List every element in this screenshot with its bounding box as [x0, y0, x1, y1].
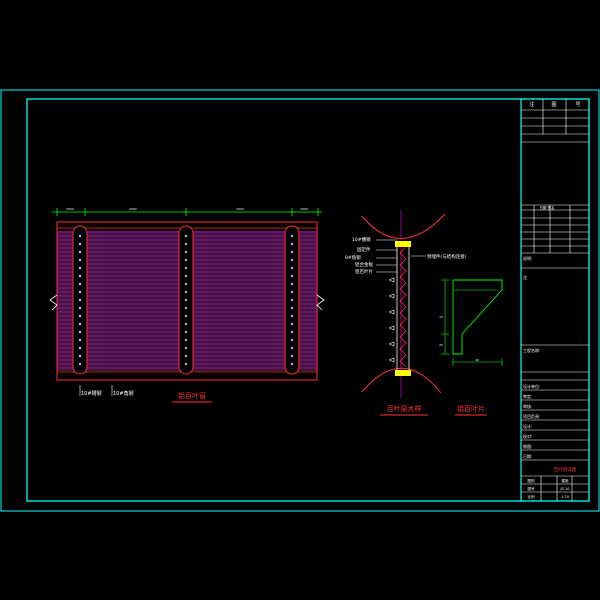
blade-title: 铝百叶片 — [457, 404, 485, 413]
tb-row-7: 制图: — [523, 443, 532, 449]
section-label-5: 铝百叶片 — [355, 268, 373, 275]
tb-row-note: 注 — [523, 274, 527, 280]
tb-row-3: 审核: — [523, 403, 532, 409]
section-label-1: 10#槽钢 — [352, 236, 371, 243]
tb-bottom-5: JS-10 — [560, 487, 570, 491]
tb-top-3: 号 — [575, 102, 580, 108]
tb-mid-note: 说明: — [523, 255, 532, 261]
section-right-note: 预埋件(与结构连接) — [427, 253, 467, 260]
section-label-4: 铝合金框 — [355, 261, 373, 268]
top-plate — [395, 241, 411, 247]
blade-dim-1: 15 — [439, 315, 443, 319]
tb-row-2: 审定: — [523, 393, 532, 399]
tb-row-5: 设计: — [523, 423, 532, 429]
tb-bottom-2: 图号 — [528, 486, 536, 491]
louver-section: 10#槽钢 固定件 8#角钢 铝合金框 铝百叶片 预埋件(与结构连接) 百叶窗大… — [345, 210, 467, 416]
tb-row-4: 项目负责: — [523, 413, 540, 419]
blade-dim-3: 40 — [475, 358, 479, 362]
dim-4: 2000 — [300, 207, 308, 211]
tb-bottom-6: 1:20 — [561, 495, 569, 499]
dim-2: 2000 — [129, 207, 137, 211]
elevation-title: 铝百叶窗 — [178, 391, 206, 400]
bolt-holes — [79, 235, 293, 365]
tb-bottom-3: 比例 — [528, 494, 536, 499]
tb-project-label: 工程名称: — [523, 347, 540, 353]
tb-row-1: 设计单位: — [523, 383, 540, 389]
tb-row-6: 校对: — [523, 433, 532, 439]
blade-detail: 15 25 40 铝百叶片 — [439, 279, 503, 416]
dim-3: 2000 — [236, 207, 244, 211]
outer-frame — [0, 89, 600, 512]
blade-dim-2: 25 — [439, 343, 443, 347]
tb-row-8: 日期: — [523, 453, 532, 459]
louver-elevation: 2000 2000 2000 2000 10#槽钢 10#角钢 铝百叶窗 — [49, 207, 325, 403]
title-block-text: 注 图 号 日期 签名 说明: 注 工程名称: 设计单位: 审定: 审核: 项目… — [523, 101, 581, 499]
tb-bottom-4: 建施 — [562, 478, 570, 483]
drawing-border — [26, 98, 590, 502]
tb-top-2: 图 — [551, 102, 556, 108]
section-label-3: 8#角钢 — [345, 254, 361, 261]
note-angle: 10#角钢 — [113, 390, 134, 397]
section-title: 百叶窗大样 — [387, 404, 422, 413]
section-label-2: 固定件 — [357, 246, 371, 253]
title-block — [520, 99, 589, 501]
tb-mid-header: 日期 签名 — [539, 205, 554, 210]
tb-drawing-name: 百叶窗详图 — [554, 466, 577, 473]
note-channel: 10#槽钢 — [81, 390, 102, 397]
bottom-plate — [395, 370, 411, 376]
tb-bottom-1: 图别 — [528, 478, 536, 483]
dim-1: 2000 — [66, 207, 74, 211]
tb-top-1: 注 — [529, 101, 534, 108]
